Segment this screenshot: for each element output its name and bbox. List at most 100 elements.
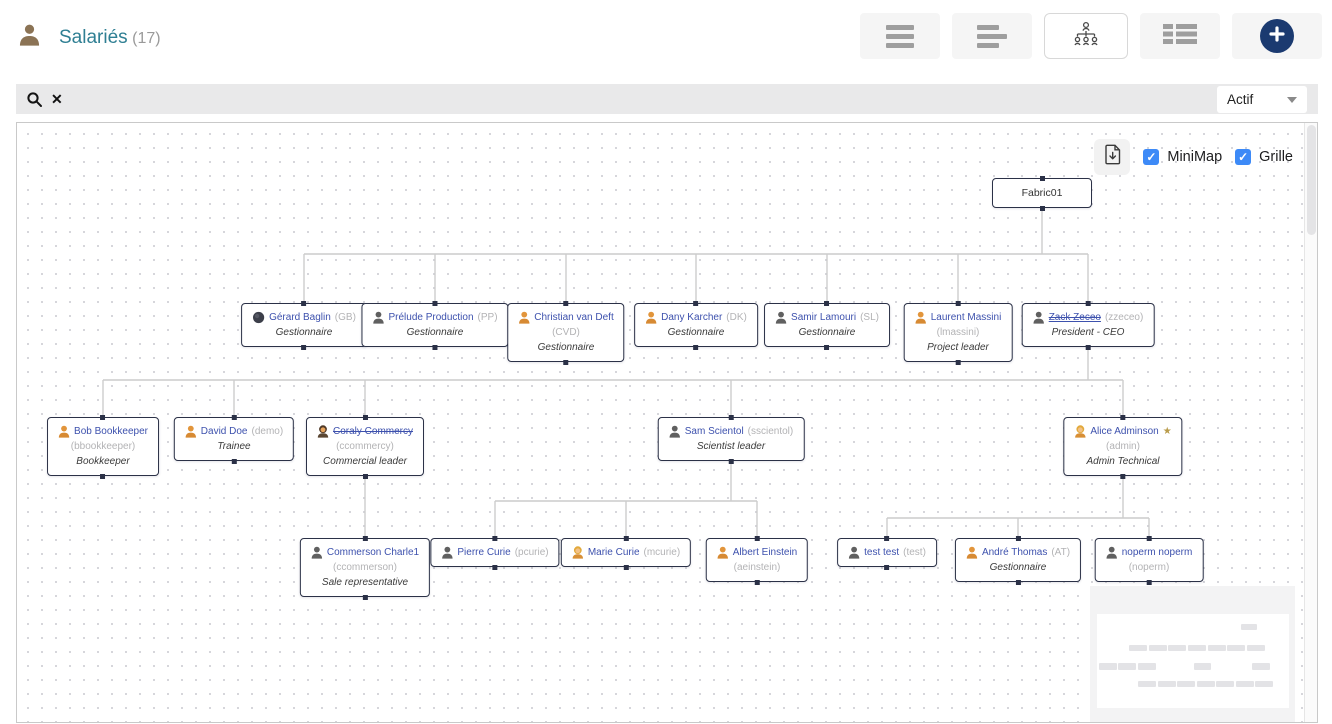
org-node[interactable]: Sam Scientol(sscientol)Scientist leader (657, 414, 805, 464)
view-toolbar (860, 13, 1322, 59)
minimap-node-block (1099, 663, 1117, 670)
minimap-node-block (1216, 681, 1234, 687)
node-name-row: Albert Einstein (717, 545, 797, 560)
org-node[interactable]: Bob Bookkeeper(bbookkeeper)Bookkeeper (47, 414, 159, 479)
download-chart-button[interactable] (1094, 139, 1131, 175)
org-node[interactable]: test test(test) (837, 535, 937, 570)
minimap-node-block (1168, 645, 1186, 651)
node-name-row: Samir Lamouri(SL) (775, 310, 879, 325)
employee-name: Coraly Commercy (332, 426, 414, 437)
photo-avatar-icon (252, 311, 265, 324)
employee-count: (17) (132, 30, 161, 47)
org-node[interactable]: Alice Adminson★(admin)Admin Technical (1063, 414, 1183, 479)
org-node[interactable]: Albert Einstein (aeinstein) (705, 535, 809, 585)
org-node[interactable]: Prélude Production(PP)Gestionnaire (361, 300, 509, 350)
node-name-row: Dany Karcher(DK) (645, 310, 747, 325)
org-chart-view-button[interactable] (1044, 13, 1128, 59)
org-node[interactable]: Marie Curie(mcurie) (560, 535, 692, 570)
minimap-checkbox[interactable]: ✓ (1143, 149, 1160, 165)
minimap-node-block (1138, 663, 1156, 670)
employee-username: (ccommerson) (333, 562, 397, 573)
minimap-node-block (1138, 681, 1156, 687)
org-node[interactable]: André Thomas(AT)Gestionnaire (954, 535, 1082, 585)
search-bar[interactable]: ✕ Actif (16, 84, 1318, 114)
employee-username: (AT) (1051, 547, 1071, 558)
employee-username: (aeinstein) (733, 562, 781, 573)
orange-avatar-icon (966, 546, 978, 559)
node-name-row: Sam Scientol(sscientol) (669, 424, 794, 439)
employee-username: (sscientol) (747, 426, 794, 437)
org-node[interactable]: Commerson Charle1(ccommerson)Sale repres… (299, 535, 431, 600)
minimap-node-block (1129, 645, 1147, 651)
star-icon: ★ (1162, 426, 1172, 437)
org-chart-view-icon (1072, 21, 1100, 52)
orange-avatar-icon (915, 311, 927, 324)
employee-name: Dany Karcher (661, 312, 723, 323)
org-node[interactable]: David Doe(demo)Trainee (173, 414, 295, 464)
status-filter-select[interactable]: Actif (1217, 86, 1307, 113)
gray-avatar-icon (311, 546, 323, 559)
org-node[interactable]: Zack Zeceo(zzeceo) President - CEO (1021, 300, 1155, 350)
employee-username: (lmassini) (936, 327, 980, 338)
orange-avatar-icon (645, 311, 657, 324)
page-header: Salariés (17) (0, 0, 1332, 72)
org-root-node[interactable]: Fabric01 (992, 175, 1092, 211)
minimap-viewport[interactable] (1097, 614, 1289, 708)
minimap[interactable] (1090, 586, 1295, 722)
gray-avatar-icon (848, 546, 860, 559)
page-title: Salariés (59, 27, 128, 48)
org-node[interactable]: Coraly Commercy(ccommercy)Commercial lea… (305, 414, 425, 479)
grid-checkbox[interactable]: ✓ (1235, 149, 1252, 165)
org-node[interactable]: Gérard Baglin(GB)Gestionnaire (241, 300, 367, 350)
title-group: Salariés (17) (16, 22, 161, 54)
gray-avatar-icon (1033, 311, 1045, 324)
employee-username: (mcurie) (643, 547, 681, 558)
employee-username: (test) (903, 547, 926, 558)
root-node-label: Fabric01 (1021, 186, 1063, 199)
minimap-node-block (1247, 645, 1265, 651)
employee-username: (pcurie) (514, 547, 549, 558)
employee-name: Zack Zeceo (1048, 312, 1101, 323)
employee-username: (SL) (860, 312, 879, 323)
node-name-row: Laurent Massini (915, 310, 1001, 325)
minimap-node-block (1252, 663, 1270, 670)
minimap-node-block (1149, 645, 1167, 651)
chevron-down-icon (1287, 96, 1297, 103)
detail-list-view-button[interactable] (952, 13, 1032, 59)
employee-role: Gestionnaire (667, 327, 725, 338)
node-name-row: noperm noperm (1106, 545, 1193, 560)
minimap-node-block (1177, 681, 1195, 687)
search-icon[interactable] (26, 91, 43, 108)
node-name-row: Gérard Baglin(GB) (252, 310, 356, 325)
gray-avatar-icon (775, 311, 787, 324)
org-node[interactable]: noperm noperm(noperm) (1094, 535, 1204, 585)
org-node[interactable]: Pierre Curie(pcurie) (430, 535, 560, 570)
employee-username: (zzeceo) (1104, 312, 1144, 323)
employee-name: noperm noperm (1121, 547, 1193, 558)
employee-name: Samir Lamouri (791, 312, 857, 323)
node-name-row: André Thomas(AT) (966, 545, 1070, 560)
employee-role: Bookkeeper (76, 456, 130, 467)
gray-avatar-icon (372, 311, 384, 324)
minimap-node-block (1241, 624, 1257, 630)
org-node[interactable]: Dany Karcher(DK) Gestionnaire (634, 300, 758, 350)
clear-search-icon[interactable]: ✕ (51, 91, 63, 107)
employees-person-icon (16, 22, 43, 54)
employee-name: Commerson Charle1 (326, 547, 420, 558)
list-view-icon (886, 24, 914, 48)
vertical-scrollbar[interactable] (1304, 123, 1317, 722)
employee-name: André Thomas (981, 547, 1048, 558)
node-name-row: Alice Adminson★ (1074, 424, 1172, 439)
table-view-button[interactable] (1140, 13, 1220, 59)
org-node[interactable]: Samir Lamouri(SL)Gestionnaire (764, 300, 890, 350)
org-node[interactable]: Laurent Massini(lmassini)Project leader (903, 300, 1013, 365)
status-filter-value: Actif (1227, 92, 1254, 107)
vertical-scrollbar-thumb[interactable] (1307, 125, 1316, 235)
employee-name: Christian van Deft (534, 312, 614, 323)
employee-role: President - CEO (1051, 327, 1125, 338)
table-view-icon (1161, 23, 1199, 50)
list-view-button[interactable] (860, 13, 940, 59)
org-node[interactable]: Christian van Deft(CVD)Gestionnaire (507, 300, 625, 365)
add-employee-button[interactable] (1260, 19, 1294, 53)
